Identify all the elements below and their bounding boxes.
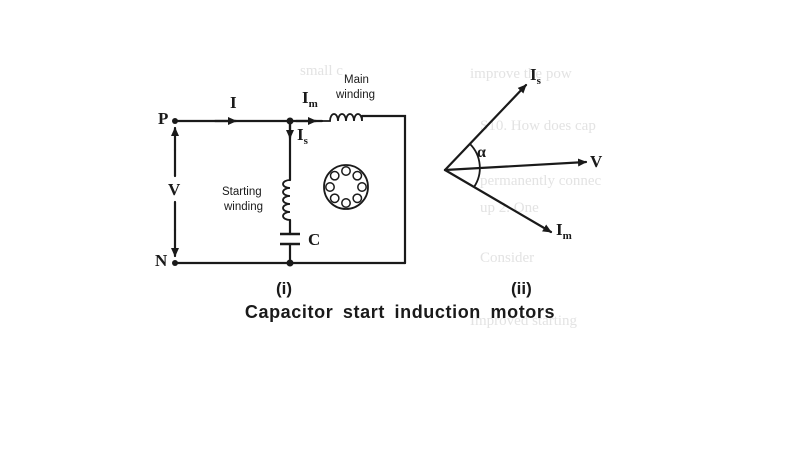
part-i-label: (i): [276, 279, 292, 298]
phasor-is-subscript: s: [537, 75, 542, 87]
current-im-label: Im: [302, 88, 318, 110]
starting-winding-coil: [282, 179, 291, 221]
voltage-label: V: [168, 180, 181, 199]
junction-bottom: [286, 259, 294, 267]
svg-text:improve the pow: improve the pow: [470, 66, 572, 82]
current-im-subscript: m: [309, 98, 318, 110]
angle-arc: [469, 143, 481, 188]
starting-winding-label-line1: Starting: [222, 186, 262, 198]
circuit-diagram: P N I Im Is V Main winding Starting wind…: [155, 74, 407, 298]
phasor-im-label: Im: [556, 220, 572, 242]
terminal-p: [172, 118, 178, 124]
wire-main-to-right: [360, 114, 407, 265]
starting-winding-label-line2: winding: [223, 201, 263, 213]
node-p-label: P: [158, 109, 168, 128]
current-is-subscript: s: [304, 135, 309, 147]
phasor-diagram: Is V Im α (ii): [443, 65, 603, 298]
phasor-is-label: Is: [530, 65, 542, 87]
junction-top: [286, 117, 294, 125]
angle-alpha-label: α: [477, 144, 486, 161]
part-ii-label: (ii): [511, 279, 532, 298]
rotor-icon: [323, 164, 369, 210]
capacitor-label: C: [308, 230, 320, 249]
svg-text:permanently connec: permanently connec: [480, 173, 602, 189]
terminal-n: [172, 260, 178, 266]
phasor-im: [443, 168, 553, 234]
phasor-v-label: V: [590, 152, 603, 171]
current-is-base: I: [297, 125, 304, 144]
figure-caption: Capacitor start induction motors: [244, 302, 556, 322]
node-n-label: N: [155, 251, 168, 270]
phasor-v: [443, 158, 588, 172]
phasor-im-base: I: [556, 220, 563, 239]
main-winding-label-line1: Main: [344, 74, 369, 86]
current-im-base: I: [302, 88, 309, 107]
main-winding-label-line2: winding: [335, 89, 375, 101]
svg-text:small c: small c: [300, 63, 343, 79]
svg-text:S10. How does cap: S10. How does cap: [480, 118, 596, 134]
phasor-im-subscript: m: [563, 230, 572, 242]
phasor-is-base: I: [530, 65, 537, 84]
bleed-through-texture: improve the pow S10. How does cap perman…: [300, 63, 602, 329]
current-is-label: Is: [297, 125, 309, 147]
svg-text:Consider: Consider: [480, 250, 534, 266]
svg-text:Improved starting: Improved starting: [470, 313, 578, 329]
main-winding-coil: [322, 113, 363, 122]
current-i-label: I: [230, 93, 237, 112]
phasor-is: [443, 83, 528, 172]
